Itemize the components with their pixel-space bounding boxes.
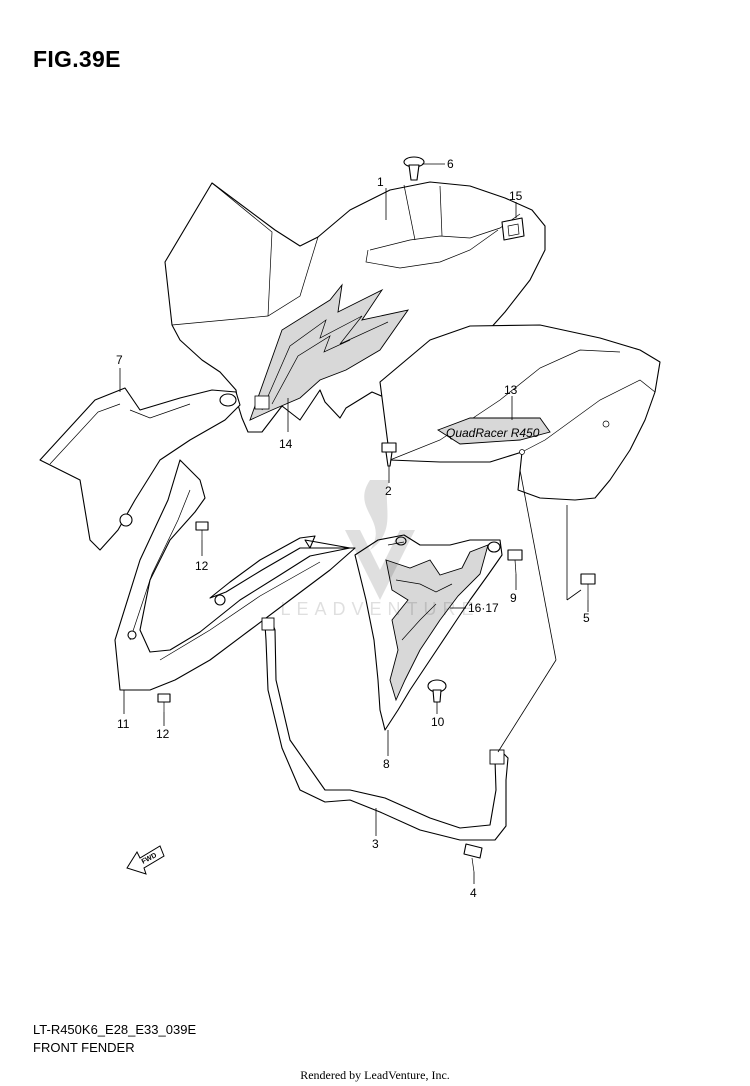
part-3-fender-brace[interactable] — [261, 617, 509, 841]
callout-8: 8 — [383, 757, 390, 771]
part-10-rivet[interactable] — [427, 679, 447, 703]
callout-14: 14 — [279, 437, 293, 451]
part-9-screw[interactable] — [507, 549, 523, 575]
part-5-bolt[interactable] — [580, 573, 596, 600]
callout-13: 13 — [504, 383, 518, 397]
model-code: LT-R450K6_E28_E33_039E — [33, 1022, 197, 1037]
callout-7: 7 — [116, 353, 123, 367]
callout-11: 11 — [117, 717, 130, 731]
callout-9: 9 — [510, 591, 517, 605]
callout-3: 3 — [372, 837, 379, 851]
watermark-text: LEADVENTURE — [280, 599, 479, 619]
part-11-mud-guard-left[interactable] — [114, 459, 356, 691]
callout-2: 2 — [385, 484, 392, 498]
callout-10: 10 — [431, 715, 445, 729]
part-12-screw-lower[interactable] — [157, 693, 171, 712]
callout-5: 5 — [583, 611, 590, 625]
part-13-side-cover-right[interactable]: QuadRacer R450 — [379, 324, 661, 501]
callout-6: 6 — [447, 157, 454, 171]
part-8-mud-guard-right[interactable] — [354, 534, 503, 731]
callout-4: 4 — [470, 886, 477, 900]
leader-lines — [119, 163, 589, 884]
rendered-by-credit: Rendered by LeadVenture, Inc. — [300, 1068, 450, 1082]
watermark-logo: LEADVENTURE — [280, 480, 479, 619]
part-4-bolt[interactable] — [463, 843, 483, 873]
callout-12-lower: 12 — [156, 727, 170, 741]
figure-title: FIG.39E — [33, 46, 121, 72]
callout-1: 1 — [377, 175, 384, 189]
callout-12-upper: 12 — [195, 559, 209, 573]
callout-16-17: 16·17 — [468, 601, 499, 615]
part-6-rivet[interactable] — [403, 156, 425, 181]
fwd-arrow-icon: FWD — [126, 845, 165, 875]
section-name: FRONT FENDER — [33, 1040, 135, 1055]
part-7-bracket-left[interactable] — [39, 387, 241, 551]
part-2-screw[interactable] — [381, 442, 397, 467]
decal-text: QuadRacer R450 — [446, 426, 540, 440]
part-12-screw-upper[interactable] — [195, 521, 209, 540]
callout-15: 15 — [509, 189, 523, 203]
